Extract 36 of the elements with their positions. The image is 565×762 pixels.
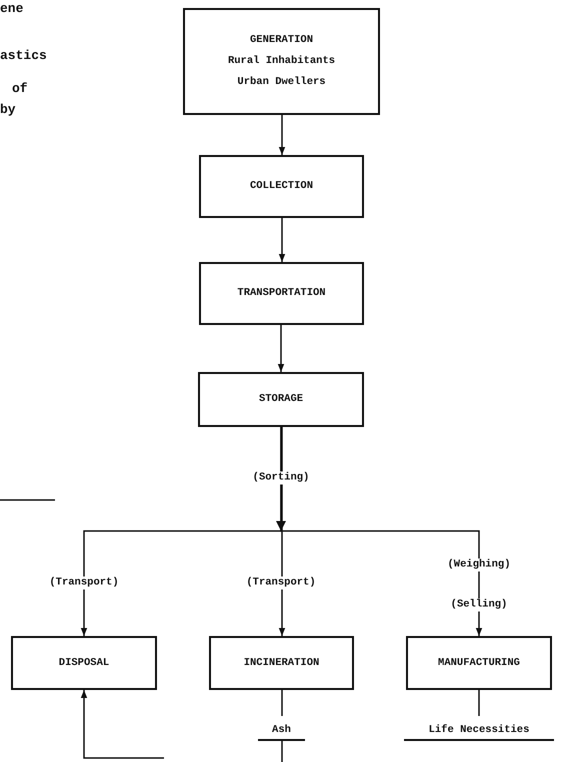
box-title: INCINERATION xyxy=(244,656,320,670)
box-text: Rural Inhabitants xyxy=(228,54,336,69)
flow-note: (Weighing) xyxy=(446,558,512,572)
box-title: GENERATION xyxy=(250,33,313,48)
box-title: DISPOSAL xyxy=(58,656,110,670)
arrow xyxy=(80,690,164,759)
box-title: MANUFACTURING xyxy=(438,656,520,670)
edge-label: (Transport) xyxy=(48,576,120,590)
output-label: Life Necessities xyxy=(404,716,554,741)
text-fragment: ene xyxy=(0,1,24,16)
text-fragment: astics xyxy=(0,48,47,63)
connector-line xyxy=(478,690,480,716)
process-box xyxy=(209,636,354,690)
process-box xyxy=(199,155,364,218)
text-fragment: by xyxy=(0,102,16,117)
flow-note: (Sorting) xyxy=(252,472,310,484)
box-text: Urban Dwellers xyxy=(237,75,326,90)
process-box xyxy=(406,636,552,690)
box-title: STORAGE xyxy=(258,392,304,407)
output-label: Ash xyxy=(258,716,305,741)
arrow xyxy=(278,115,286,155)
edge-label: (Transport) xyxy=(245,576,317,590)
arrow xyxy=(280,427,482,636)
connector-line xyxy=(281,690,283,716)
edge-label: (Selling) xyxy=(450,598,508,612)
text-fragment: of xyxy=(12,81,28,96)
process-box xyxy=(11,636,157,690)
process-box xyxy=(198,372,364,427)
arrow xyxy=(278,427,286,636)
process-box xyxy=(183,8,380,115)
arrow xyxy=(278,325,284,372)
arrow xyxy=(278,218,286,262)
box-title: COLLECTION xyxy=(250,179,313,194)
process-box xyxy=(199,262,364,325)
box-title: TRANSPORTATION xyxy=(237,286,326,301)
connector-line xyxy=(281,741,283,762)
